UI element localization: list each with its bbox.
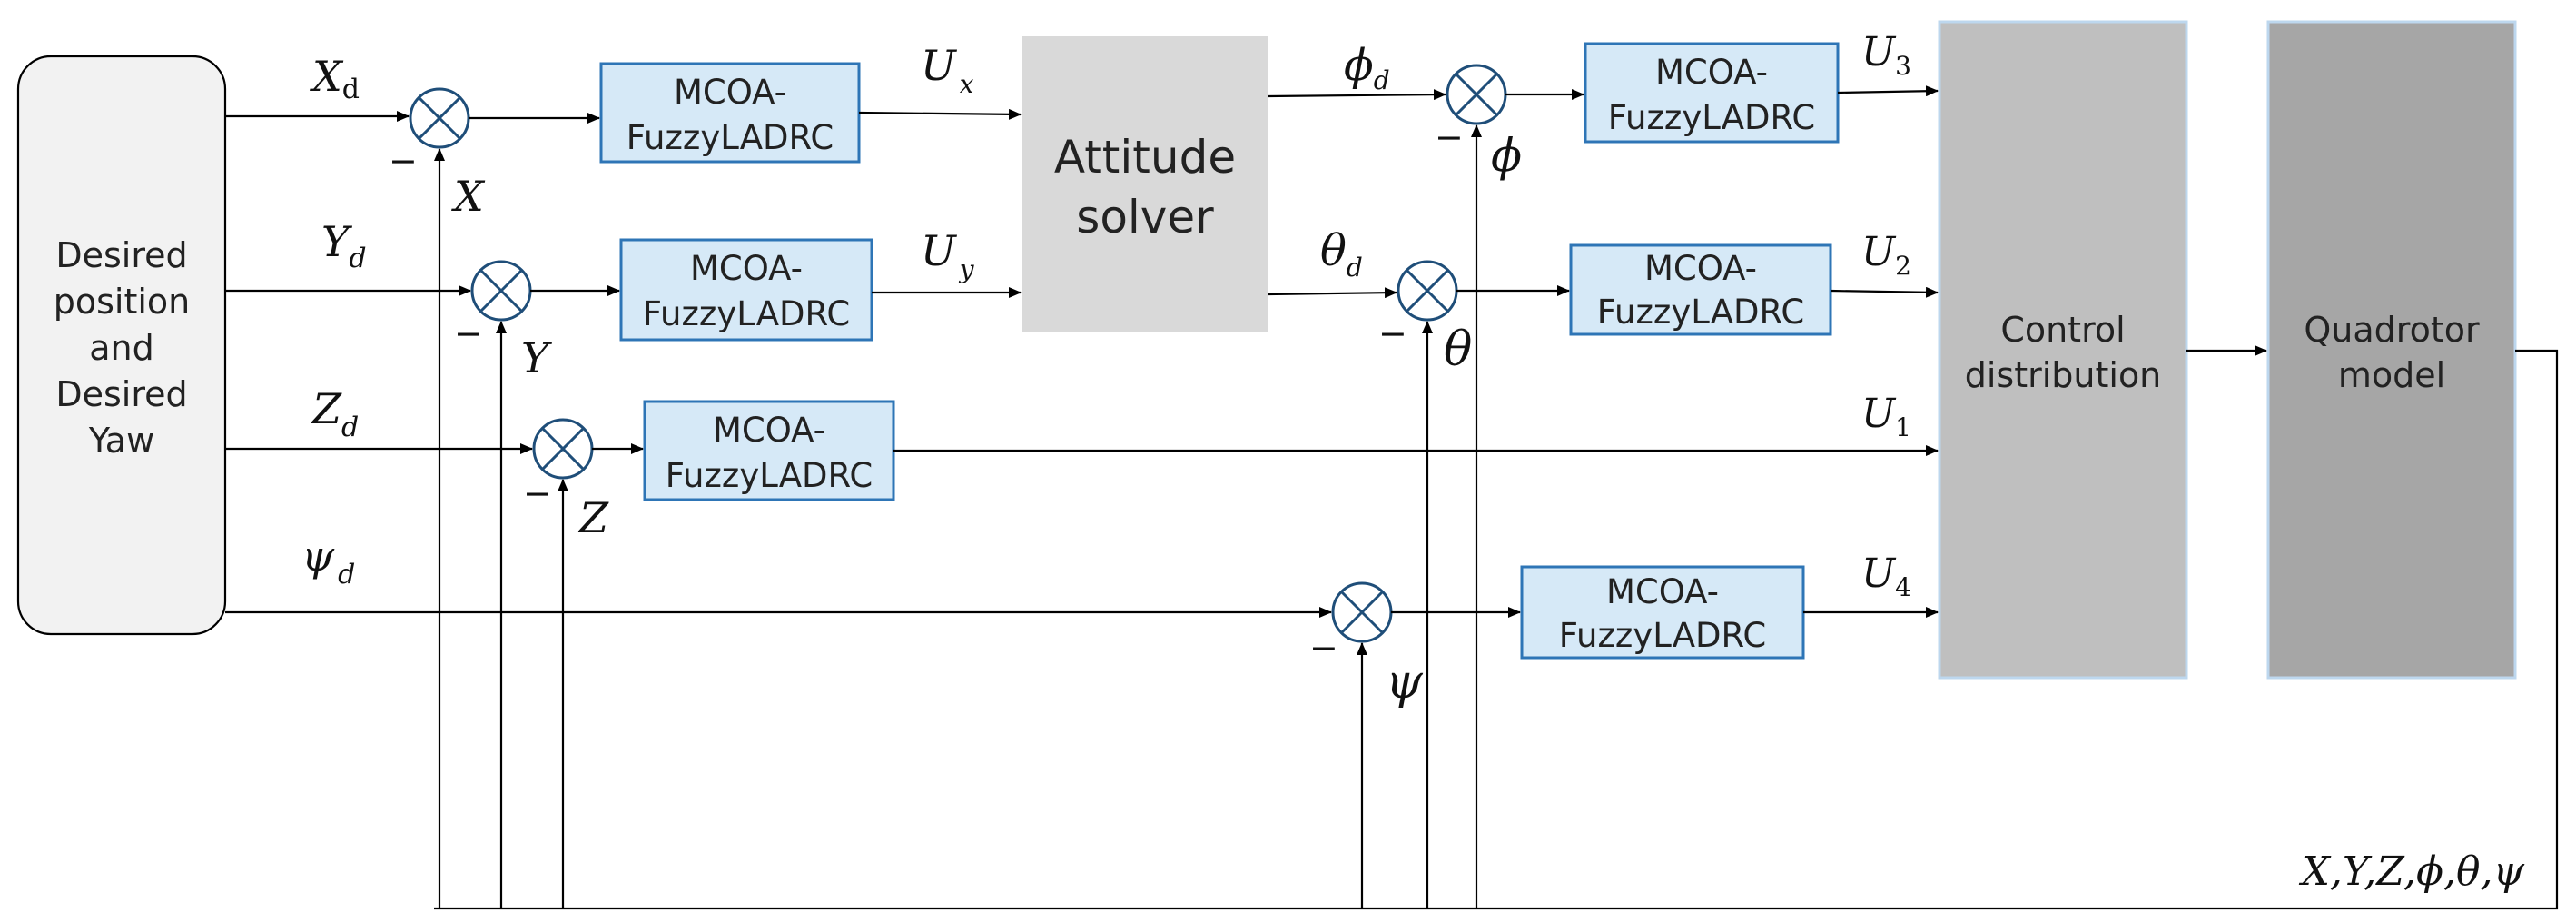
controller-psi-block: MCOA- FuzzyLADRC bbox=[1520, 565, 1805, 660]
sum-junction-psi bbox=[1331, 581, 1393, 643]
label-u3: U3 bbox=[1861, 29, 1911, 81]
feedback-bus bbox=[434, 349, 2559, 910]
wire-u2 bbox=[1830, 286, 1939, 298]
label-fb-theta: θ bbox=[1444, 323, 1472, 377]
control-distribution-label-1: Control bbox=[2000, 310, 2125, 350]
controller-x-label-1: MCOA- bbox=[674, 73, 786, 112]
reference-block: Desired position and Desired Yaw bbox=[16, 55, 227, 636]
reference-line-4: Desired bbox=[55, 374, 187, 414]
controller-z-label-2: FuzzyLADRC bbox=[666, 456, 873, 495]
reference-line-2: position bbox=[54, 282, 191, 322]
controller-y-label-1: MCOA- bbox=[690, 249, 803, 288]
reference-line-5: Yaw bbox=[88, 421, 154, 461]
control-distribution-label-2: distribution bbox=[1965, 355, 2162, 395]
controller-theta-block: MCOA- FuzzyLADRC bbox=[1569, 243, 1832, 336]
wire-u3 bbox=[1837, 85, 1939, 97]
controller-x-block: MCOA- FuzzyLADRC bbox=[599, 62, 861, 164]
minus-psi: − bbox=[1309, 628, 1338, 668]
label-zd: Zd bbox=[311, 384, 359, 443]
minus-z: − bbox=[523, 473, 552, 513]
label-fb-z: Z bbox=[577, 493, 609, 542]
quadrotor-model-label-1: Quadrotor bbox=[2304, 310, 2480, 350]
forward-wires bbox=[225, 85, 2267, 618]
controller-y-block: MCOA- FuzzyLADRC bbox=[619, 238, 873, 342]
attitude-solver-label-2: solver bbox=[1076, 191, 1214, 243]
label-u1: U1 bbox=[1861, 391, 1911, 442]
controller-theta-label-2: FuzzyLADRC bbox=[1597, 293, 1804, 332]
feedback-wires bbox=[434, 124, 2559, 910]
label-fb-x: X bbox=[451, 172, 486, 221]
sum-junction-phi bbox=[1446, 64, 1507, 125]
reference-line-3: and bbox=[89, 328, 154, 368]
label-fb-y: Y bbox=[521, 333, 553, 382]
label-fb-phi: ϕ bbox=[1491, 129, 1522, 182]
label-u2: U2 bbox=[1861, 229, 1911, 281]
wire-thetad bbox=[1267, 287, 1397, 299]
controller-theta-label-1: MCOA- bbox=[1644, 249, 1757, 288]
attitude-solver-block: Attitude solver bbox=[1022, 36, 1268, 332]
wire-phid bbox=[1267, 89, 1446, 101]
label-thetad: θd bbox=[1320, 225, 1363, 283]
controller-y-label-2: FuzzyLADRC bbox=[643, 294, 850, 333]
quadrotor-model-block: Quadrotor model bbox=[2266, 20, 2517, 680]
label-feedback-bus: X,Y,Z,ϕ,θ,ψ bbox=[2299, 849, 2525, 895]
sum-junction-z bbox=[532, 418, 594, 480]
sum-junction-x bbox=[409, 87, 470, 149]
sum-junction-theta bbox=[1397, 260, 1458, 322]
label-fb-psi: ψ bbox=[1386, 655, 1424, 710]
controller-psi-label-2: FuzzyLADRC bbox=[1559, 616, 1766, 655]
label-u4: U4 bbox=[1861, 551, 1911, 602]
wire-ux bbox=[858, 108, 1022, 120]
minus-theta: − bbox=[1378, 313, 1407, 353]
minus-signs: − − − − − − bbox=[389, 117, 1464, 668]
label-xd: Xd bbox=[310, 52, 360, 105]
label-phid: ϕd bbox=[1344, 40, 1390, 95]
minus-x: − bbox=[389, 141, 418, 181]
minus-phi: − bbox=[1435, 117, 1464, 157]
attitude-solver-label-1: Attitude bbox=[1054, 131, 1236, 184]
control-distribution-block: Control distribution bbox=[1938, 20, 2188, 680]
controller-z-block: MCOA- FuzzyLADRC bbox=[643, 400, 895, 501]
controller-phi-label-1: MCOA- bbox=[1655, 53, 1768, 92]
label-yd: Yd bbox=[321, 217, 367, 274]
minus-y: − bbox=[454, 313, 483, 353]
controller-z-label-1: MCOA- bbox=[713, 411, 825, 450]
reference-line-1: Desired bbox=[55, 235, 187, 275]
quadrotor-model-label-2: model bbox=[2338, 355, 2445, 395]
controller-phi-label-2: FuzzyLADRC bbox=[1608, 98, 1815, 137]
controller-phi-block: MCOA- FuzzyLADRC bbox=[1584, 42, 1840, 144]
sum-junction-y bbox=[470, 260, 532, 322]
feedback-labels: X Y Z ϕ θ ψ X,Y,Z,ϕ,θ,ψ bbox=[451, 129, 2524, 895]
controller-psi-label-1: MCOA- bbox=[1606, 572, 1719, 611]
controller-x-label-2: FuzzyLADRC bbox=[627, 118, 834, 157]
